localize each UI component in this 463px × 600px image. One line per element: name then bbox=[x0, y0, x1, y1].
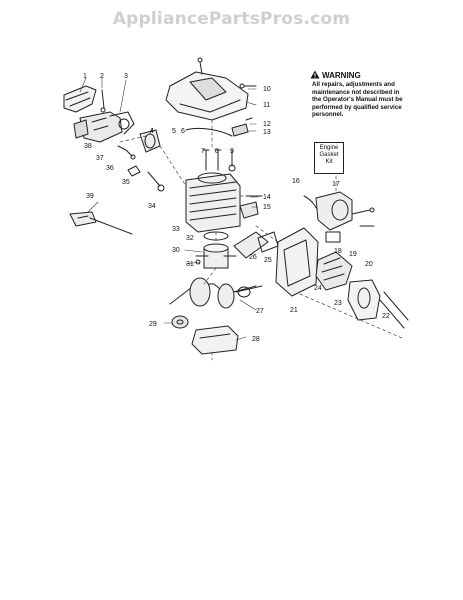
part-34 bbox=[147, 171, 165, 192]
part-10 bbox=[239, 83, 257, 89]
callout-4: 4 bbox=[150, 128, 154, 135]
callout-27: 27 bbox=[256, 308, 264, 315]
callout-31: 31 bbox=[186, 261, 194, 268]
callout-21: 21 bbox=[290, 307, 298, 314]
callout-24: 24 bbox=[314, 285, 322, 292]
callout-33: 33 bbox=[172, 226, 180, 233]
part-7-8-9 bbox=[202, 149, 236, 172]
callout-28: 28 bbox=[252, 336, 260, 343]
callout-16: 16 bbox=[292, 178, 300, 185]
part-14-15 bbox=[239, 195, 263, 219]
part-air-filter-cover bbox=[63, 85, 97, 113]
part-36 bbox=[117, 145, 136, 160]
kit-line-3: Kit bbox=[325, 159, 333, 165]
part-35 bbox=[127, 165, 141, 177]
callout-25: 25 bbox=[264, 257, 272, 264]
callout-7: 7 bbox=[201, 148, 205, 155]
callout-11: 11 bbox=[263, 102, 270, 109]
callout-30: 30 bbox=[172, 247, 180, 254]
callout-5: 5 bbox=[172, 128, 176, 135]
part-ignition bbox=[303, 191, 375, 243]
callout-9: 9 bbox=[230, 148, 234, 155]
callout-20: 20 bbox=[365, 261, 373, 268]
callout-14: 14 bbox=[263, 194, 271, 201]
callout-13: 13 bbox=[263, 129, 271, 136]
callout-3: 3 bbox=[124, 73, 128, 80]
kit-line-1: Engine bbox=[319, 145, 339, 151]
callout-35: 35 bbox=[122, 179, 130, 186]
callout-labels: 1 2 3 4 5 6 7 8 9 10 11 12 13 14 15 16 1… bbox=[83, 73, 390, 343]
callout-39: 39 bbox=[86, 193, 94, 200]
callout-23: 23 bbox=[334, 300, 342, 307]
part-cylinder bbox=[185, 172, 241, 233]
callout-12: 12 bbox=[263, 121, 271, 128]
callout-26: 26 bbox=[249, 254, 257, 261]
callout-34: 34 bbox=[148, 203, 156, 210]
part-top-cover bbox=[165, 57, 249, 121]
part-muffler bbox=[275, 227, 319, 297]
callout-17: 17 bbox=[332, 181, 340, 188]
callout-8: 8 bbox=[215, 148, 219, 155]
part-6 bbox=[185, 127, 233, 137]
callout-29: 29 bbox=[149, 321, 157, 328]
callout-18: 18 bbox=[334, 248, 342, 255]
warning-text: All repairs, adjustments and maintenance… bbox=[312, 81, 403, 119]
kit-line-2: Gasket bbox=[319, 152, 339, 158]
part-crankshaft bbox=[169, 277, 263, 309]
part-piston bbox=[195, 231, 237, 269]
callout-1: 1 bbox=[83, 73, 87, 80]
callout-2: 2 bbox=[100, 73, 104, 80]
callout-10: 10 bbox=[263, 86, 271, 93]
callout-6: 6 bbox=[181, 128, 185, 135]
part-39-tool bbox=[69, 211, 133, 235]
part-12-13 bbox=[231, 117, 253, 137]
callout-15: 15 bbox=[263, 204, 271, 211]
callout-36: 36 bbox=[106, 165, 114, 172]
part-carburetor bbox=[73, 111, 135, 143]
warning-title: WARNING bbox=[322, 71, 361, 80]
callout-19: 19 bbox=[349, 251, 357, 258]
part-muffler-cover bbox=[315, 251, 409, 329]
part-screw-2 bbox=[100, 89, 106, 113]
engine-gasket-kit-box: Engine Gasket Kit bbox=[314, 142, 344, 174]
warning-icon bbox=[310, 70, 320, 79]
callout-38: 38 bbox=[84, 143, 92, 150]
watermark: AppliancePartsPros.com bbox=[112, 9, 351, 29]
callout-37: 37 bbox=[96, 155, 104, 162]
part-bearing-29 bbox=[171, 286, 251, 329]
callout-32: 32 bbox=[186, 235, 194, 242]
callout-22: 22 bbox=[382, 313, 390, 320]
part-crankcase bbox=[191, 325, 239, 355]
